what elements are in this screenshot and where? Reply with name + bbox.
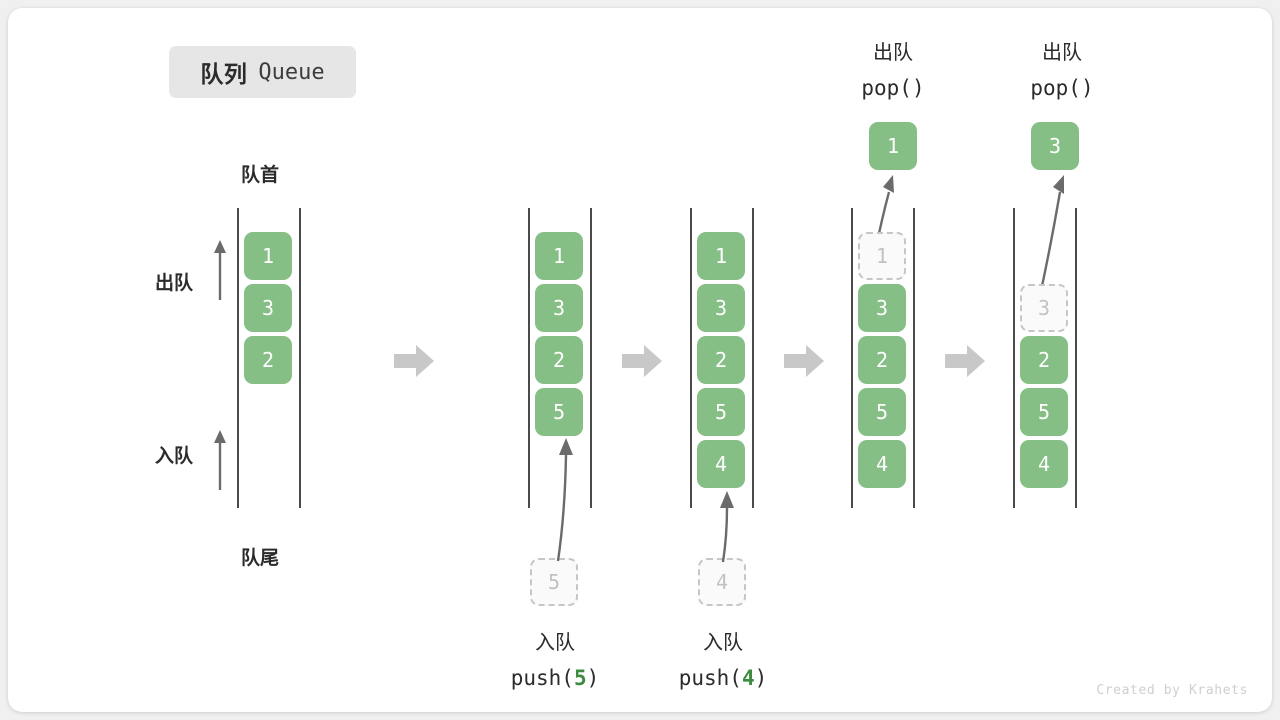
diagram-stage: 队列 Queue 队首 队尾 出队 入队 1 3 2 1 3 2 5 5 bbox=[8, 8, 1272, 712]
op-caption-pop-3: 出队 pop() bbox=[997, 36, 1127, 106]
queue-cell: 4 bbox=[697, 440, 745, 488]
rail-left-step-push-5 bbox=[528, 208, 530, 508]
op-caption-code: pop() bbox=[1030, 76, 1094, 100]
op-caption-pop-1: 出队 pop() bbox=[828, 36, 958, 106]
rail-right-step-push-5 bbox=[590, 208, 592, 508]
op-caption-push-4: 入队 push(4) bbox=[658, 626, 788, 696]
title-badge: 队列 Queue bbox=[169, 46, 356, 98]
op-caption-cn: 入队 bbox=[535, 632, 575, 654]
step-arrow-icon bbox=[784, 344, 824, 378]
head-label: 队首 bbox=[240, 165, 279, 186]
dequeue-arrow-icon bbox=[213, 238, 227, 300]
tail-label: 队尾 bbox=[240, 548, 279, 569]
enqueue-label: 入队 bbox=[154, 446, 193, 467]
queue-cell: 5 bbox=[858, 388, 906, 436]
queue-cell: 3 bbox=[1020, 284, 1068, 332]
queue-cell: 2 bbox=[697, 336, 745, 384]
step-arrow-icon bbox=[622, 344, 662, 378]
queue-cell: 3 bbox=[535, 284, 583, 332]
enqueue-arrow-icon bbox=[213, 428, 227, 490]
pop-curve-arrow-icon bbox=[1018, 170, 1078, 302]
diagram-card: 队列 Queue 队首 队尾 出队 入队 1 3 2 1 3 2 5 5 bbox=[8, 8, 1272, 712]
push-curve-arrow-icon bbox=[706, 486, 756, 564]
queue-cell: 4 bbox=[1020, 440, 1068, 488]
queue-cell: 5 bbox=[535, 388, 583, 436]
rail-left-step-initial bbox=[237, 208, 239, 508]
rail-left-step-push-4 bbox=[690, 208, 692, 508]
title-en: Queue bbox=[258, 59, 325, 85]
step-arrow-icon bbox=[945, 344, 985, 378]
op-caption-cn: 出队 bbox=[873, 42, 913, 64]
queue-cell: 3 bbox=[858, 284, 906, 332]
credit-text: Created by Krahets bbox=[1096, 683, 1248, 698]
incoming-cell: 4 bbox=[698, 558, 746, 606]
queue-cell: 2 bbox=[535, 336, 583, 384]
queue-cell: 3 bbox=[697, 284, 745, 332]
rail-right-step-pop-3 bbox=[1075, 208, 1077, 508]
queue-cell: 1 bbox=[244, 232, 292, 280]
rail-right-step-push-4 bbox=[752, 208, 754, 508]
rail-right-step-pop-1 bbox=[913, 208, 915, 508]
push-curve-arrow-icon bbox=[538, 433, 588, 563]
queue-cell: 2 bbox=[244, 336, 292, 384]
queue-cell: 5 bbox=[697, 388, 745, 436]
rail-right-step-initial bbox=[299, 208, 301, 508]
op-caption-cn: 出队 bbox=[1042, 42, 1082, 64]
queue-cell: 1 bbox=[858, 232, 906, 280]
op-caption-push-5: 入队 push(5) bbox=[490, 626, 620, 696]
op-caption-code: push(5) bbox=[510, 666, 600, 690]
popped-cell: 3 bbox=[1031, 122, 1079, 170]
incoming-cell: 5 bbox=[530, 558, 578, 606]
title-cn: 队列 bbox=[200, 61, 248, 87]
queue-cell: 4 bbox=[858, 440, 906, 488]
queue-cell: 2 bbox=[1020, 336, 1068, 384]
rail-left-step-pop-1 bbox=[851, 208, 853, 508]
step-arrow-icon bbox=[394, 344, 434, 378]
rail-left-step-pop-3 bbox=[1013, 208, 1015, 508]
queue-cell: 1 bbox=[535, 232, 583, 280]
queue-cell: 3 bbox=[244, 284, 292, 332]
popped-cell: 1 bbox=[869, 122, 917, 170]
dequeue-label: 出队 bbox=[154, 273, 193, 294]
queue-cell: 2 bbox=[858, 336, 906, 384]
op-caption-code: push(4) bbox=[678, 666, 768, 690]
queue-cell: 1 bbox=[697, 232, 745, 280]
op-caption-cn: 入队 bbox=[703, 632, 743, 654]
op-caption-code: pop() bbox=[861, 76, 925, 100]
queue-cell: 5 bbox=[1020, 388, 1068, 436]
